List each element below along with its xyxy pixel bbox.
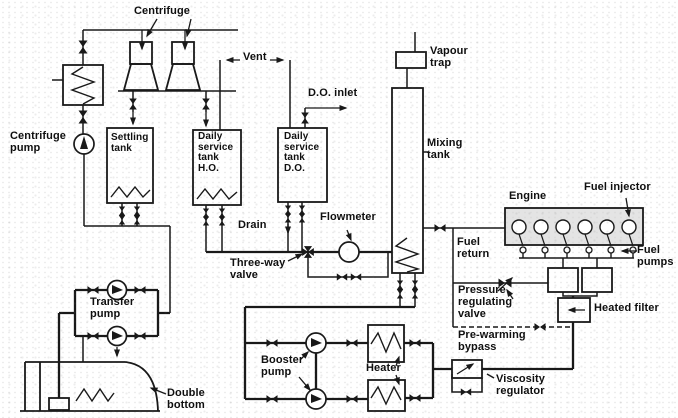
- label-pressure-regulating-valve: Pressure regulating valve: [458, 284, 513, 320]
- label-viscosity-regulator: Viscosity regulator: [496, 373, 546, 397]
- label-centrifuge-pump: Centrifuge pump: [10, 130, 66, 154]
- label-fuel-return: Fuel return: [457, 236, 490, 260]
- label-centrifuge: Centrifuge: [134, 5, 190, 17]
- valve: [396, 289, 404, 299]
- piping: [52, 29, 598, 379]
- valve: [78, 40, 88, 54]
- flowmeter-symbol: [338, 241, 360, 263]
- heater-1: [367, 324, 405, 363]
- valve: [202, 208, 210, 218]
- valve: [411, 280, 419, 290]
- injector-stems: [518, 233, 634, 247]
- label-daily-service-tank-ho: Daily service tank H.O.: [198, 131, 234, 175]
- valve: [301, 112, 309, 124]
- valve: [202, 98, 210, 110]
- daily-service-tank-do: [277, 127, 328, 203]
- double-bottom-tank: [20, 361, 160, 412]
- vessels: [20, 41, 613, 412]
- label-drain: Drain: [238, 219, 267, 231]
- label-three-way-valve: Three-way valve: [230, 257, 286, 281]
- valve: [284, 213, 292, 223]
- valve: [411, 289, 419, 299]
- valve: [218, 216, 226, 226]
- valve: [78, 110, 88, 124]
- centrifuge-2: [164, 41, 202, 91]
- label-heater: Heater: [366, 362, 401, 374]
- label-vent: Vent: [243, 51, 267, 63]
- booster-pump-2: [305, 388, 327, 410]
- valve: [266, 395, 278, 403]
- valve: [298, 205, 306, 215]
- valve: [284, 205, 292, 215]
- label-flowmeter: Flowmeter: [320, 211, 376, 223]
- valve: [346, 395, 358, 403]
- valve: [460, 388, 472, 396]
- settling-tank: [106, 127, 154, 204]
- label-engine: Engine: [509, 190, 547, 202]
- transfer-pump-1: [106, 279, 128, 301]
- transfer-pump-2: [106, 325, 128, 347]
- fuel-pump-manifolds: [547, 267, 613, 293]
- daily-service-tank-ho: [192, 129, 242, 206]
- suction-bell: [48, 397, 70, 411]
- heater-2: [367, 379, 406, 412]
- engine-block: [504, 207, 644, 259]
- pumps: [73, 133, 360, 410]
- fuel-injectors: [511, 219, 637, 235]
- valve: [396, 280, 404, 290]
- valve: [118, 215, 126, 225]
- label-do-inlet: D.O. inlet: [308, 87, 358, 99]
- label-daily-service-tank-do: Daily service tank D.O.: [284, 131, 320, 175]
- valve: [298, 213, 306, 223]
- centrifuge-1: [122, 41, 160, 91]
- valve: [346, 339, 358, 347]
- vapour-trap: [395, 51, 427, 69]
- viscosity-regulator-unit: [451, 359, 483, 393]
- bypass-valve: [534, 323, 546, 331]
- label-vapour-trap: Vapour trap: [430, 45, 468, 69]
- label-transfer-pump: Transfer pump: [90, 296, 135, 320]
- label-settling-tank: Settling tank: [111, 132, 149, 154]
- label-booster-pump: Booster pump: [261, 354, 304, 378]
- valve: [118, 206, 126, 216]
- valve: [134, 286, 146, 294]
- valve: [218, 208, 226, 218]
- valve: [133, 215, 141, 225]
- label-fuel-pumps: Fuel pumps: [637, 244, 674, 268]
- valve: [129, 98, 137, 110]
- label-double-bottom: Double bottom: [167, 387, 205, 411]
- centrifuge-heater: [62, 64, 104, 106]
- booster-pump-1: [305, 332, 327, 354]
- label-heated-filter: Heated filter: [594, 302, 659, 314]
- valve: [350, 273, 362, 281]
- valve: [87, 286, 99, 294]
- valve: [336, 273, 348, 281]
- mixing-tank: [391, 87, 424, 274]
- label-pre-warming-bypass: Pre-warming bypass: [458, 329, 526, 353]
- valve: [409, 339, 421, 347]
- arrows: [114, 18, 637, 395]
- valve: [266, 339, 278, 347]
- fuel-pump-row: [519, 246, 637, 254]
- valve: [133, 206, 141, 216]
- three-way-valve-symbol: [302, 246, 314, 258]
- label-fuel-injector: Fuel injector: [584, 181, 651, 193]
- valve: [202, 216, 210, 226]
- centrifuge-pump-symbol: [73, 133, 95, 155]
- heated-filter-unit: [557, 297, 591, 323]
- label-mixing-tank: Mixing tank: [427, 137, 463, 161]
